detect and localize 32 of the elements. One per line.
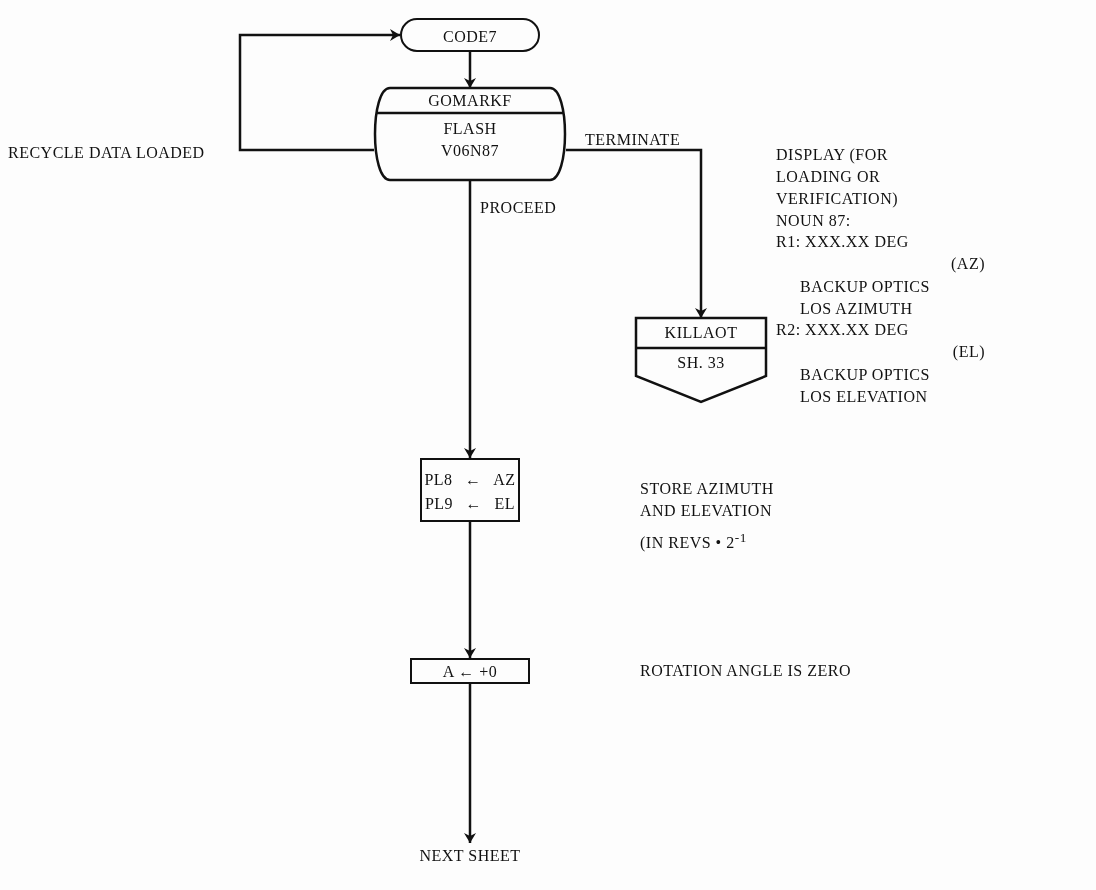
node-text: PL9 ← EL bbox=[423, 494, 517, 514]
arrow bbox=[566, 148, 707, 318]
annotation-text: R1: XXX.XX DEG bbox=[776, 232, 909, 252]
terminal-box bbox=[400, 18, 540, 52]
arrow bbox=[464, 522, 476, 658]
node-text: SH. 33 bbox=[676, 353, 726, 373]
node-text: FLASH V06N87 bbox=[439, 119, 501, 161]
edge-label: RECYCLE DATA LOADED bbox=[8, 143, 205, 163]
node-title: NEXT SHEET bbox=[418, 846, 522, 866]
arrow bbox=[464, 180, 476, 458]
process-box bbox=[420, 458, 520, 522]
annotation-text: STORE AZIMUTH AND ELEVATION bbox=[640, 479, 775, 521]
node-title: PL8 ← AZ bbox=[423, 470, 517, 490]
arrow bbox=[464, 52, 476, 88]
annotation-text: BACKUP OPTICS LOS AZIMUTH bbox=[800, 277, 931, 319]
annotation-text: R2: XXX.XX DEG bbox=[776, 320, 909, 340]
arrow bbox=[464, 684, 476, 843]
process-box bbox=[410, 658, 530, 684]
annotation-text: BACKUP OPTICS LOS ELEVATION bbox=[800, 365, 931, 407]
arrow bbox=[238, 29, 400, 152]
annotation-text: (AZ) bbox=[951, 254, 985, 274]
annotation-text: (IN REVS • 2$^{-1}$ bbox=[640, 529, 747, 554]
off-page-connector bbox=[636, 318, 766, 402]
annotation-text: (EL) bbox=[952, 342, 985, 362]
node-title: CODE7 bbox=[441, 27, 499, 47]
edge-label: PROCEED bbox=[480, 198, 557, 218]
node-title: KILLAOT bbox=[663, 323, 739, 343]
node-title: GOMARKF bbox=[427, 91, 513, 111]
annotation-text: ROTATION ANGLE IS ZERO bbox=[640, 661, 852, 681]
node-title: A ← +0 bbox=[441, 662, 499, 682]
edge-label: TERMINATE bbox=[585, 130, 681, 150]
annotation-text: DISPLAY (FOR LOADING OR VERIFICATION) NOUN 87: bbox=[776, 145, 900, 231]
